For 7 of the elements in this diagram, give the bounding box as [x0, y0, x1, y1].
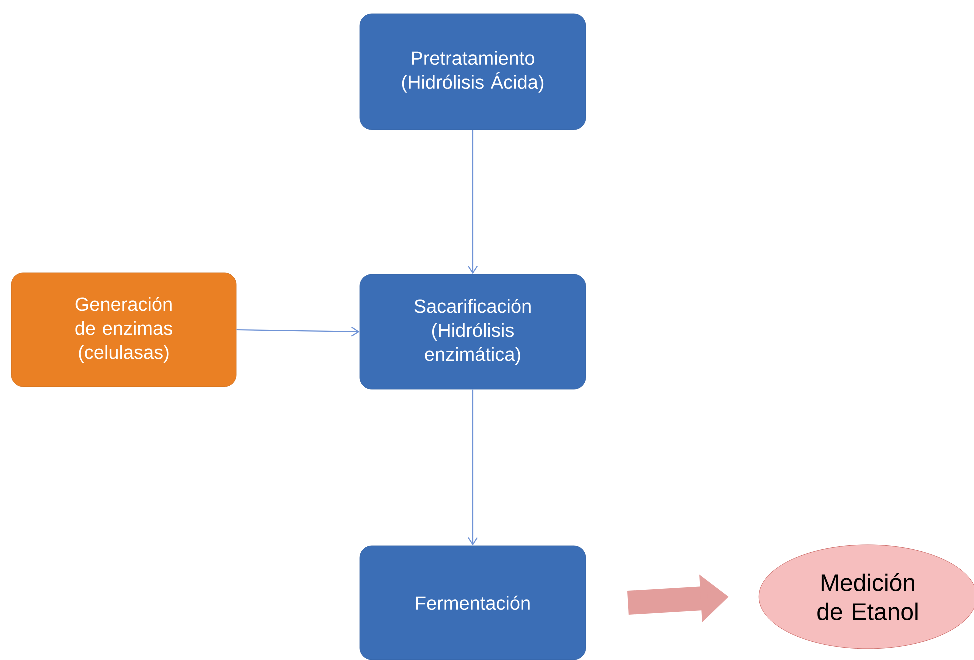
process-box: Pretratamiento (Hidrólisis Ácida) — [360, 14, 586, 130]
process-box: Fermentación — [360, 546, 586, 660]
input-box: Generación de enzimas (celulasas) — [11, 272, 237, 388]
process-box: Sacarificación (Hidrólisis enzimática) — [360, 274, 586, 390]
arrow — [236, 326, 360, 337]
arrow — [468, 130, 478, 274]
arrow — [468, 390, 478, 546]
